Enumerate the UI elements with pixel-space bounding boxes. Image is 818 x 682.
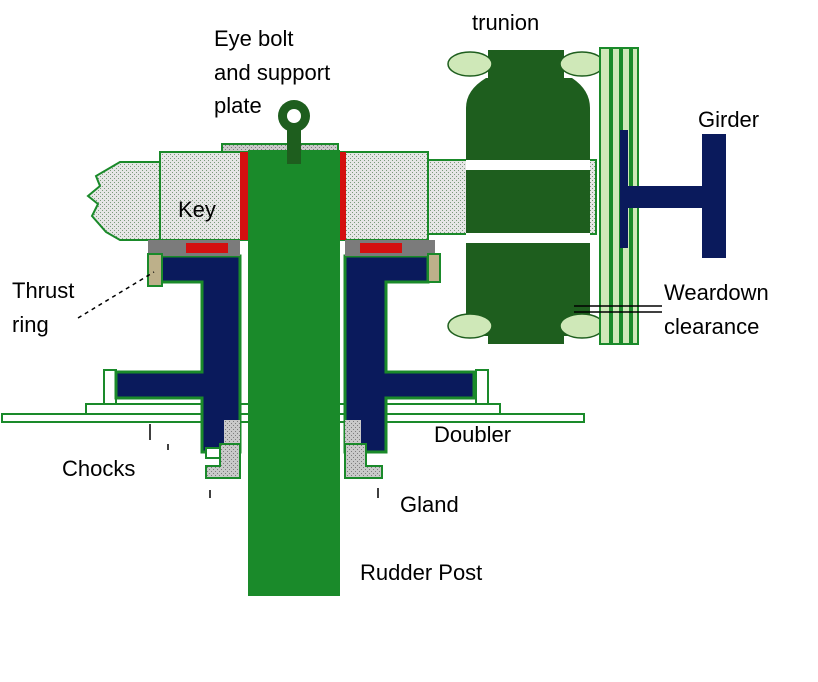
- label-doubler: Doubler: [434, 422, 511, 447]
- gland-right: [344, 443, 383, 479]
- label-key: Key: [178, 197, 216, 222]
- label-weardown-line-2: clearance: [664, 314, 759, 339]
- eye-bolt: [278, 100, 310, 164]
- carrier-housing-left: [114, 254, 242, 454]
- label-thrust-ring-line-2: ring: [12, 312, 49, 337]
- label-weardown-line-1: Weardown: [664, 280, 769, 305]
- gland-left: [205, 443, 241, 479]
- key-right: [338, 152, 346, 240]
- key-left: [240, 152, 250, 240]
- rudder-post: [248, 150, 340, 596]
- chock-right: [475, 369, 489, 405]
- label-eye-bolt-line-2: and support: [214, 60, 330, 85]
- label-eye-bolt-line-1: Eye bolt: [214, 26, 294, 51]
- label-rudder-post: Rudder Post: [360, 560, 482, 585]
- trunion: [466, 50, 590, 344]
- label-eye-bolt-line-3: plate: [214, 93, 262, 118]
- label-thrust-ring-line-1: Thrust: [12, 278, 74, 303]
- thrust-ring: [147, 240, 441, 287]
- girder: [620, 130, 726, 258]
- label-gland: Gland: [400, 492, 459, 517]
- trunion-pad-bottom-right: [559, 313, 605, 339]
- label-trunion: trunion: [472, 10, 539, 35]
- label-chocks: Chocks: [62, 456, 135, 481]
- bearing-liner-left: [224, 420, 240, 444]
- chock-left: [103, 369, 117, 405]
- bearing-liner-right: [345, 420, 361, 444]
- leader-lines: [77, 271, 662, 498]
- trunion-pad-bottom-left: [447, 313, 493, 339]
- trunion-pad-top-right: [559, 51, 605, 77]
- label-girder: Girder: [698, 107, 759, 132]
- trunion-pad-top-left: [447, 51, 493, 77]
